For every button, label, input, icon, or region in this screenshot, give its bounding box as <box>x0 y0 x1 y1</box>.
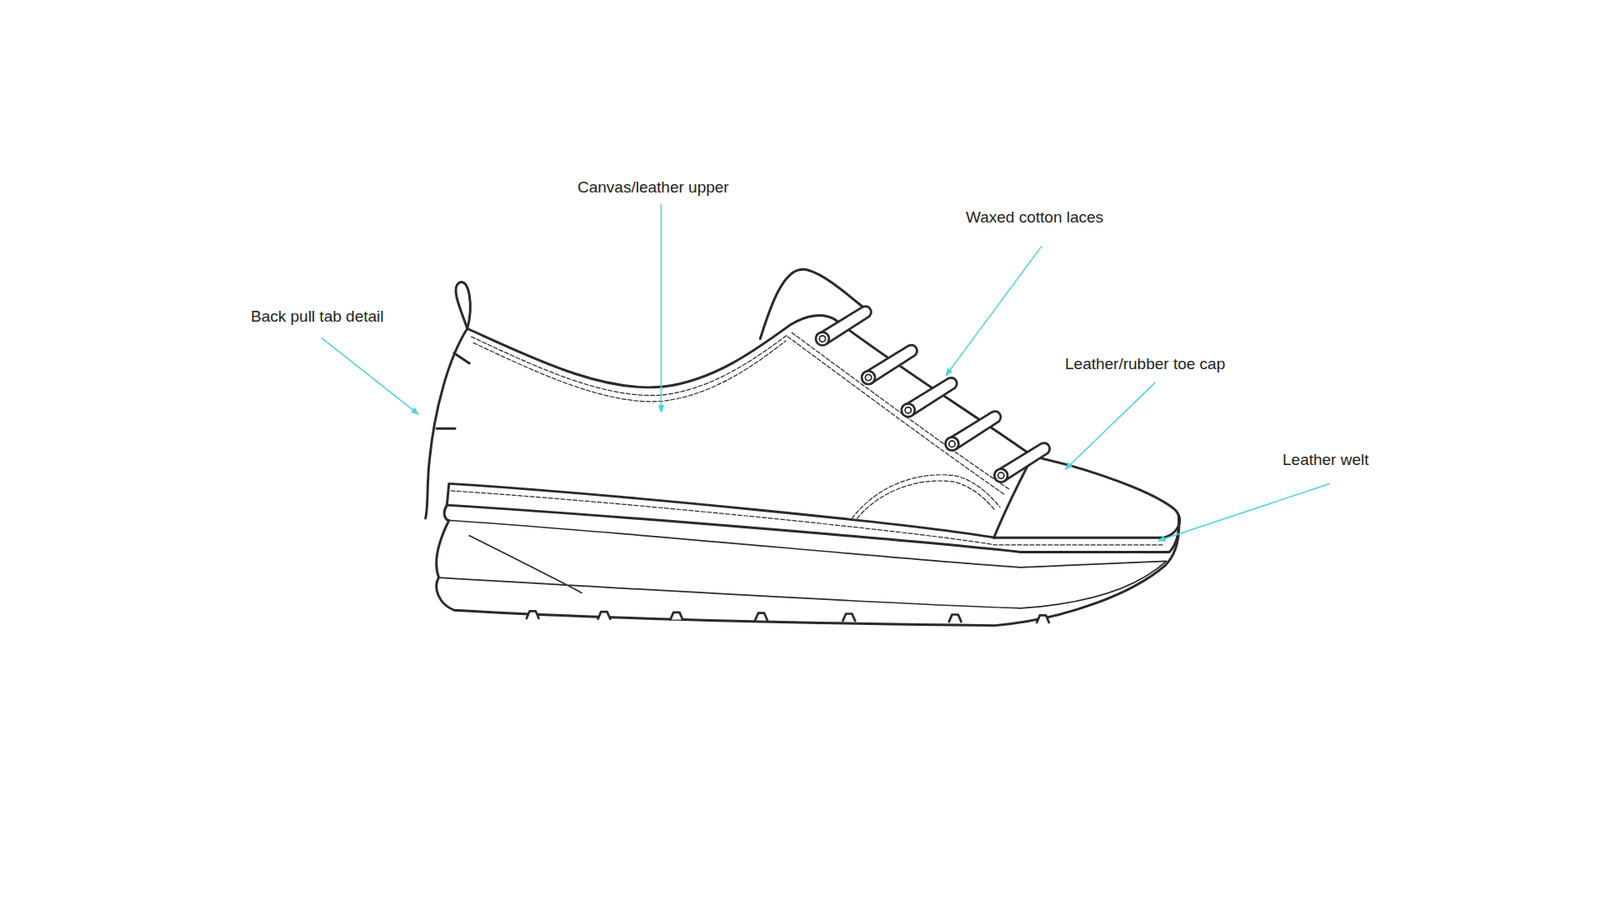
eyelet-hole <box>949 440 955 447</box>
part-label: Canvas/leather upper <box>575 178 731 197</box>
leader-line <box>321 337 419 415</box>
lug <box>670 612 683 620</box>
eyelet <box>994 469 1008 483</box>
pull-tab <box>455 281 470 329</box>
vamp-stitch <box>787 332 1010 495</box>
eyelet-hole <box>865 374 871 380</box>
heel-ticks <box>436 353 470 430</box>
lace-loop <box>817 306 871 345</box>
lug <box>598 611 611 620</box>
part-label: Back pull tab detail <box>249 307 386 326</box>
welt <box>446 483 1180 552</box>
lug <box>526 610 540 619</box>
leader-line <box>1065 382 1155 470</box>
welt-stitch <box>450 490 1164 545</box>
eyelet <box>861 370 875 385</box>
lace-loop <box>863 345 917 383</box>
eyelet-hole <box>998 472 1005 479</box>
lug <box>1036 615 1050 623</box>
vamp-patch-stitch <box>851 475 1000 519</box>
leader-line <box>945 245 1042 376</box>
lug <box>842 614 855 622</box>
leader-line <box>1158 483 1330 541</box>
lug <box>949 615 962 623</box>
eyelet-hole <box>905 407 911 414</box>
lace-loop <box>995 443 1050 481</box>
eyelet <box>901 403 915 417</box>
eyelet-hole <box>819 335 825 342</box>
collar <box>467 315 835 388</box>
vamp-edge <box>835 319 1034 456</box>
part-label: Leather/rubber toe cap <box>1063 355 1227 374</box>
eyelet <box>815 332 830 346</box>
leader-line <box>660 204 663 413</box>
outsole-lugs <box>526 610 1050 622</box>
lug <box>755 613 768 621</box>
laces <box>815 306 1050 483</box>
lace-loop <box>903 377 957 415</box>
midsole <box>439 520 1167 608</box>
tongue <box>760 269 870 339</box>
collar-stitch <box>471 335 789 402</box>
eyelet <box>945 437 959 451</box>
part-label: Waxed cotton laces <box>964 208 1105 227</box>
lace-loop <box>946 411 1000 450</box>
outsole <box>436 505 1180 625</box>
part-label: Leather welt <box>1280 450 1371 470</box>
